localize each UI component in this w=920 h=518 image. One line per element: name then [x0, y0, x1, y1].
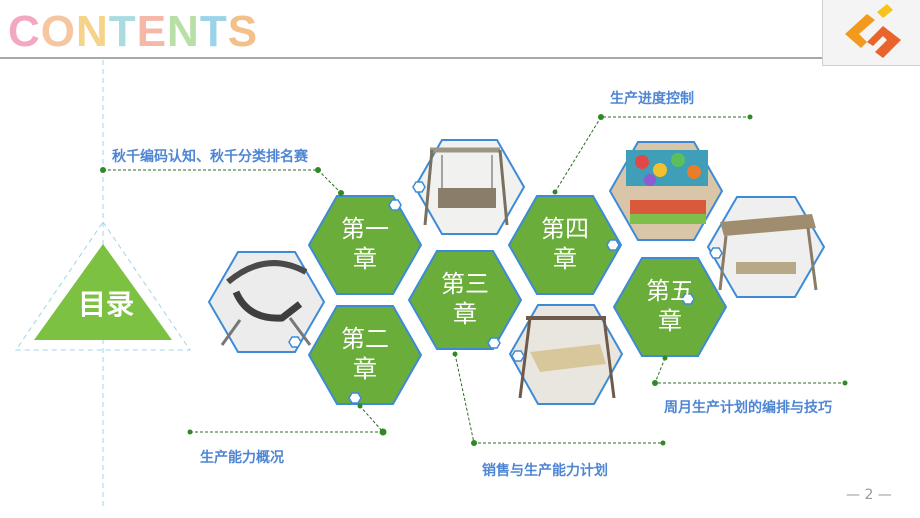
marker-hexagon: [288, 336, 302, 348]
chapter-line-b: 章: [553, 245, 577, 273]
chapter-line-b: 章: [658, 307, 682, 335]
title-letter: T: [108, 7, 137, 56]
chapter-label-4[interactable]: 第四章: [525, 214, 605, 274]
chapter-label-5[interactable]: 第五章: [630, 276, 710, 336]
title-letter: E: [136, 7, 168, 56]
title-letter: C: [8, 7, 41, 56]
sidebar-title: 目录: [77, 288, 134, 321]
chapter-line-a: 第一: [341, 215, 389, 243]
photo-hexagon-4: [608, 141, 724, 241]
connector-ch5: [654, 357, 845, 384]
chapter-label-1[interactable]: 第一章: [325, 214, 405, 274]
header-divider: [0, 57, 822, 59]
chapter-line-b: 章: [353, 245, 377, 273]
topic-label-ch1[interactable]: 秋千编码认知、秋千分类排名赛: [112, 149, 308, 165]
chapter-line-a: 第五: [646, 277, 694, 305]
title-letter: N: [167, 7, 200, 56]
title-letter: O: [40, 7, 77, 56]
contents-title: CONTENTS: [8, 6, 258, 58]
page-number: — 2 —: [846, 487, 892, 503]
photo-hexagon-3: [508, 304, 624, 405]
marker-hexagon: [681, 293, 695, 305]
chapter-label-2[interactable]: 第二章: [325, 324, 405, 384]
title-letter: N: [76, 7, 109, 56]
photo-hexagon-5: [706, 196, 826, 298]
marker-hexagon: [412, 181, 426, 193]
triangle-outline: [15, 221, 191, 351]
topic-label-ch3[interactable]: 销售与生产能力计划: [482, 463, 608, 479]
chapter-line-b: 章: [453, 300, 477, 328]
triangle-badge: [34, 244, 172, 340]
connector-ch1: [103, 169, 342, 194]
chapter-line-a: 第四: [541, 215, 589, 243]
chapter-line-b: 章: [353, 355, 377, 383]
photo-hexagon-1: [413, 139, 526, 235]
marker-hexagon: [511, 350, 525, 362]
marker-hexagon: [709, 247, 723, 259]
chapter-line-a: 第三: [441, 270, 489, 298]
chapter-label-3[interactable]: 第三章: [425, 269, 505, 329]
connector-ch2: [190, 405, 385, 433]
title-letter: T: [199, 7, 228, 56]
marker-hexagon: [487, 337, 501, 349]
chapter-hexagon-4: [507, 195, 623, 295]
chapter-line-a: 第二: [341, 325, 389, 353]
logo-box: [811, 0, 920, 66]
chapter-hexagon-3: [407, 250, 523, 350]
topic-label-ch2[interactable]: 生产能力概况: [200, 450, 284, 466]
marker-hexagon: [348, 392, 362, 404]
title-letter: S: [227, 7, 259, 56]
topic-label-ch4[interactable]: 生产进度控制: [610, 91, 694, 107]
chapter-hexagon-2: [307, 305, 423, 405]
photo-hexagon-2: [207, 251, 326, 353]
marker-hexagon: [388, 199, 402, 211]
marker-hexagon: [606, 239, 620, 251]
chapter-hexagon-1: [307, 195, 423, 295]
chapter-hexagon-5: [612, 257, 728, 357]
topic-label-ch5[interactable]: 周月生产计划的编排与技巧: [664, 400, 832, 416]
